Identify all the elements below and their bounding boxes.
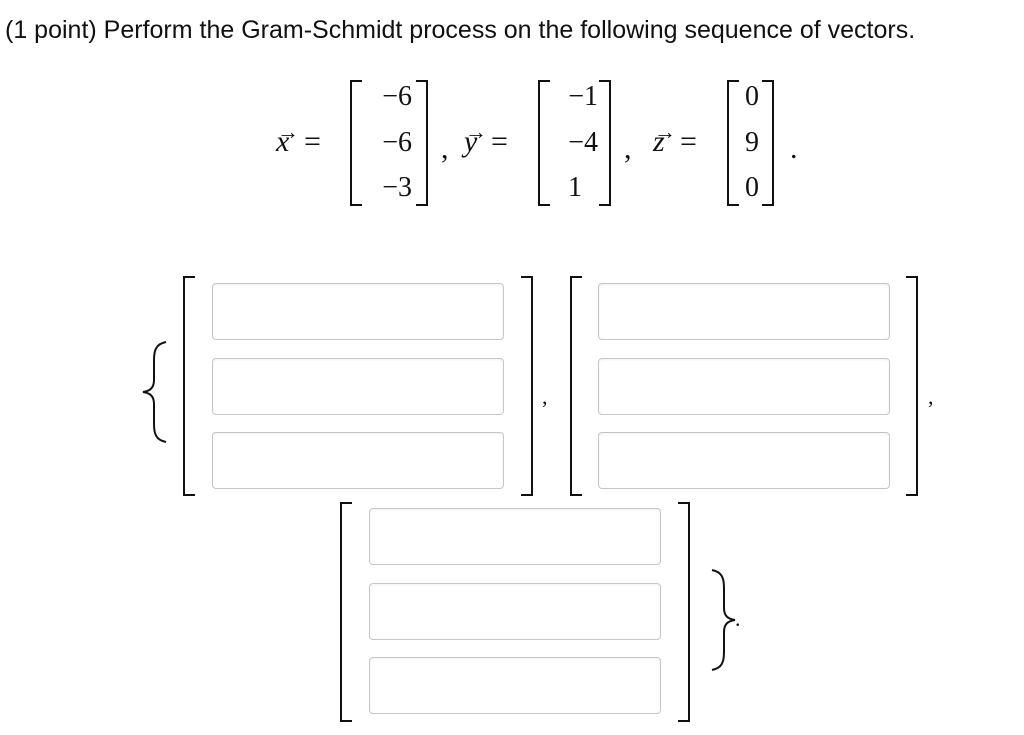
vector-x-label: → x	[276, 119, 299, 158]
answer-final-period: .	[735, 606, 741, 631]
answer-vector-1-entry-2-input[interactable]	[212, 358, 504, 415]
vector-y-entry-1: −1	[568, 81, 598, 112]
answer-comma-separator: ,	[542, 384, 548, 409]
vector-y-label: → y	[464, 119, 487, 158]
answer-vector-3-left-bracket	[340, 502, 352, 722]
answer-vector-3-right-bracket	[678, 502, 690, 722]
answer-comma-separator: ,	[928, 384, 934, 409]
vector-x-left-bracket	[350, 80, 362, 206]
vector-z-right-bracket	[762, 80, 774, 206]
answer-vector-3-entry-3-input[interactable]	[369, 657, 661, 714]
problem-instruction: Perform the Gram-Schmidt process on the …	[103, 16, 916, 44]
vector-y-entry-3: 1	[568, 172, 582, 203]
answer-vector-1-entry-3-input[interactable]	[212, 432, 504, 489]
vector-x-entry-1: −6	[382, 81, 412, 112]
answer-vector-2-right-bracket	[906, 276, 918, 496]
answer-vector-1-entry-1-input[interactable]	[212, 283, 504, 340]
vector-arrow-icon: →	[654, 119, 676, 144]
answer-vector-2-entry-3-input[interactable]	[598, 432, 890, 489]
answer-vector-1-right-bracket	[521, 276, 533, 496]
vector-z-entry-3: 0	[745, 172, 759, 203]
vector-arrow-icon: →	[277, 119, 299, 144]
vector-z-entry-2: 9	[745, 127, 759, 158]
equals-sign: =	[680, 125, 697, 158]
vector-y-right-bracket	[599, 80, 611, 206]
vector-x-entry-2: −6	[382, 127, 412, 158]
problem-points: (1 point)	[5, 16, 97, 44]
vector-z-entry-1: 0	[745, 81, 759, 112]
vector-z-left-bracket	[727, 80, 739, 206]
comma-separator: ,	[624, 132, 632, 165]
equals-sign: =	[304, 125, 321, 158]
answer-vector-1-left-bracket	[183, 276, 195, 496]
left-curly-brace-icon	[142, 341, 167, 443]
sentence-period: .	[790, 132, 798, 165]
equals-sign: =	[491, 125, 508, 158]
right-curly-brace-icon	[711, 569, 736, 671]
answer-vector-2-entry-2-input[interactable]	[598, 358, 890, 415]
vector-x-right-bracket	[416, 80, 428, 206]
answer-vector-3-entry-2-input[interactable]	[369, 583, 661, 640]
vector-y-left-bracket	[538, 80, 550, 206]
vector-arrow-icon: →	[465, 119, 487, 144]
answer-vector-2-entry-1-input[interactable]	[598, 283, 890, 340]
vector-y-entry-2: −4	[568, 127, 598, 158]
answer-vector-3-entry-1-input[interactable]	[369, 508, 661, 565]
comma-separator: ,	[441, 132, 449, 165]
vector-x-entry-3: −3	[382, 172, 412, 203]
problem-statement: (1 point) Perform the Gram-Schmidt proce…	[5, 14, 915, 46]
vector-z-label: → z	[653, 119, 676, 158]
answer-vector-2-left-bracket	[570, 276, 582, 496]
